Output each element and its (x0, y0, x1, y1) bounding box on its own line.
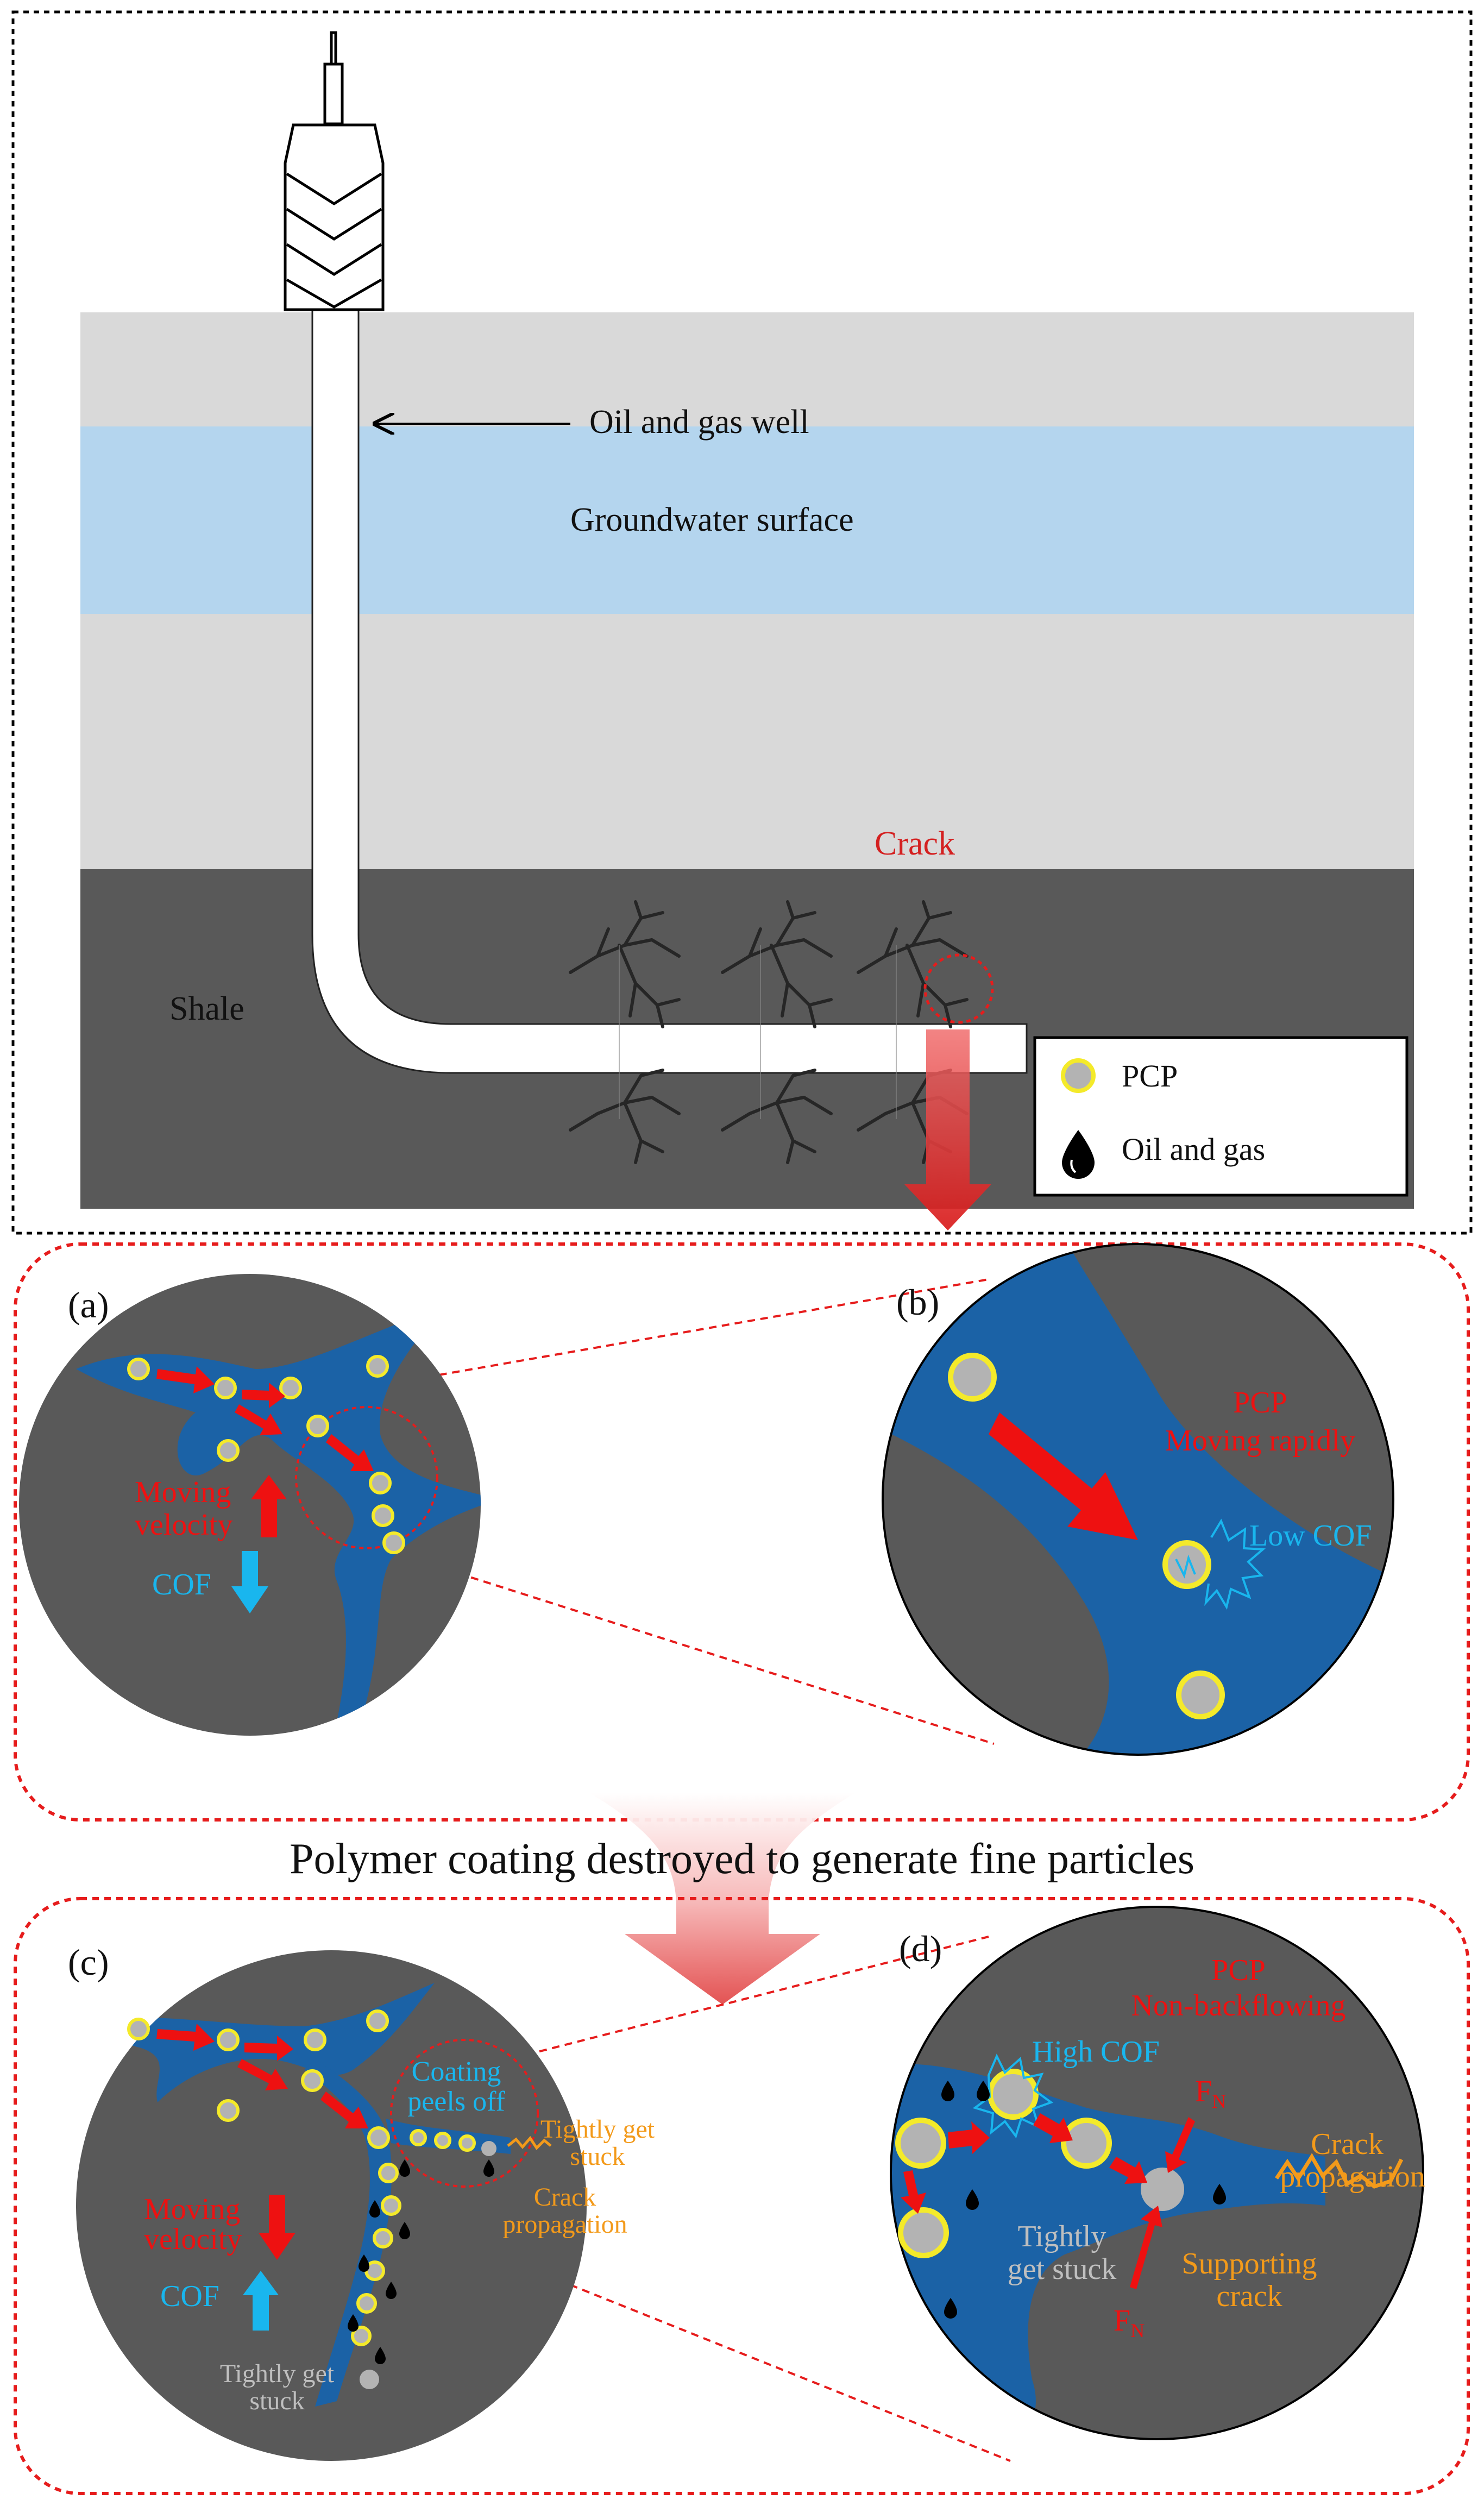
panel-d-stuck-line2: get stuck (1008, 2252, 1117, 2286)
legend-box (1033, 1036, 1408, 1197)
zoom-line-lower (396, 1553, 995, 1745)
panel-b-low-cof-burst (1204, 1518, 1266, 1610)
legend-pcp-label: PCP (1122, 1058, 1178, 1094)
panel-a-zoom-circle (295, 1406, 438, 1549)
panel-c-zoom-circle (390, 2039, 539, 2188)
panel-d-oil-drops (941, 2081, 1226, 2319)
panel-c-coating-line2: peels off (407, 2086, 505, 2117)
panel-d-support-line2: crack (1216, 2279, 1282, 2313)
panel-d-high-cof-burst (972, 2053, 1054, 2139)
panel-d-tag: (d) (899, 1928, 942, 1969)
well-label: Oil and gas well (589, 404, 809, 441)
legend-oil-shine (1070, 1159, 1077, 1173)
panel-c-tight-line1: Tightly get (540, 2115, 655, 2144)
zoom-line-upper (426, 1278, 989, 1378)
panel-c-moving-line2: velocity (144, 2222, 242, 2256)
derrick-icon (284, 31, 385, 311)
panel-c-velocity-down-arrow (259, 2195, 295, 2260)
panel-c-fluid (81, 1983, 435, 2102)
panel-a-particles (127, 1355, 405, 1554)
panel-b-tag: (b) (896, 1282, 939, 1323)
panel-b-title-line1: PCP (1233, 1386, 1287, 1420)
panel-c-stuck-line1: Tightly get (220, 2359, 335, 2388)
panel-d-fn-top-sub: N (1212, 2090, 1226, 2112)
ground-layer-upper (80, 312, 1414, 426)
panel-d: (d) PCP Non-backflowing High COF FN FN C… (890, 1906, 1425, 2440)
crack-guide-lines (619, 945, 897, 1119)
panel-d-title-line1: PCP (1211, 1954, 1266, 1987)
panel-d-title-line2: Non-backflowing (1131, 1989, 1345, 2023)
panel-d-fluid (891, 2064, 1325, 2439)
panel-d-fn-bottom: FN (1114, 2304, 1145, 2341)
panel-d-crack-line2: propagation (1280, 2160, 1425, 2194)
panel-c-tight-line2: stuck (570, 2142, 625, 2171)
zoom-down-arrow (904, 1029, 991, 1230)
panel-c-cof-label: COF (160, 2279, 219, 2313)
panel-b: (b) PCP Moving rapidly Low COF (882, 1243, 1394, 1756)
panel-b-pcp-3 (1176, 1670, 1225, 1719)
panel-d-stuck-line1: Tightly (1018, 2220, 1106, 2253)
panel-c-coating-line1: Coating (412, 2056, 501, 2087)
panel-c-fluid-channel (304, 2059, 392, 2407)
panel-b-border (882, 1243, 1394, 1756)
panel-d-red-arrows (901, 2113, 1195, 2289)
shale-label: Shale (169, 990, 244, 1027)
panel-b-flow-arrow (989, 1412, 1138, 1540)
panel-c-crack-propagation-line (507, 2136, 552, 2150)
panel-a-tag: (a) (68, 1284, 109, 1326)
panel-a-fluid (76, 1307, 481, 1736)
panel-b-pcp-1 (948, 1353, 997, 1402)
panel-d-particles (895, 2069, 1112, 2258)
groundwater-layer (80, 426, 1414, 614)
panel-d-fn-top: FN (1195, 2075, 1226, 2112)
panel-c: (c) Coating peels off Tightly get stuck … (68, 1942, 655, 2461)
panel-c-cof-up-arrow (243, 2271, 279, 2331)
panel-c-particles (127, 2009, 476, 2346)
transition-caption: Polymer coating destroyed to generate fi… (290, 1835, 1194, 1883)
legend-oil-label: Oil and gas (1122, 1132, 1265, 1167)
panel-c-oil-drops (348, 2159, 494, 2364)
panel-b-title-line2: Moving rapidly (1165, 1424, 1355, 1458)
panel-d-support-line1: Supporting (1182, 2247, 1317, 2281)
panel-d-crack-line1: Crack (1311, 2127, 1384, 2161)
panel-a-cof-label: COF (152, 1568, 211, 1601)
panel-a-flow-arrows (156, 1366, 374, 1471)
panel-c-stuck-line2: stuck (249, 2386, 304, 2415)
crack-highlight-circle (923, 953, 994, 1024)
well-pipe (311, 303, 1028, 1074)
panel-c-circle (76, 1950, 587, 2461)
transition-funnel-arrow (589, 1793, 856, 2005)
panel-c-crack-line2: propagation (502, 2210, 627, 2239)
panel-d-fn-bottom-sub: N (1130, 2320, 1145, 2341)
panel-d-high-cof-label: High COF (1032, 2035, 1160, 2069)
top-frame (11, 10, 1473, 1235)
panel-d-crack-propagation-line (1275, 2153, 1404, 2189)
panel-c-flow-arrows (156, 2024, 368, 2128)
legend-pcp-icon (1061, 1058, 1096, 1093)
panel-c-stuck-grey (360, 2141, 496, 2389)
groundwater-label: Groundwater surface (570, 501, 854, 538)
panel-a-velocity-up-arrow (251, 1475, 287, 1537)
panel-c-crack-line1: Crack (534, 2183, 596, 2212)
panel-cd-frame (14, 1897, 1470, 2495)
legend-oil-icon (1062, 1130, 1095, 1179)
ground-layer-lower (80, 614, 1414, 869)
panel-a-cof-down-arrow (231, 1551, 268, 1613)
panel-c-moving-line1: Moving (144, 2193, 240, 2226)
panel-a-moving-line1: Moving (135, 1475, 231, 1509)
panel-d-stuck-pcp (1141, 2168, 1184, 2211)
panel-a-moving-line2: velocity (135, 1508, 232, 1542)
panel-d-border (890, 1906, 1424, 2440)
panel-a: (a) Moving velocity COF (19, 1274, 481, 1736)
crack-label: Crack (875, 825, 955, 862)
panel-b-low-cof-label: Low COF (1249, 1519, 1372, 1553)
panel-c-tag: (c) (68, 1942, 109, 1983)
panel-b-friction-mark (1175, 1554, 1196, 1579)
